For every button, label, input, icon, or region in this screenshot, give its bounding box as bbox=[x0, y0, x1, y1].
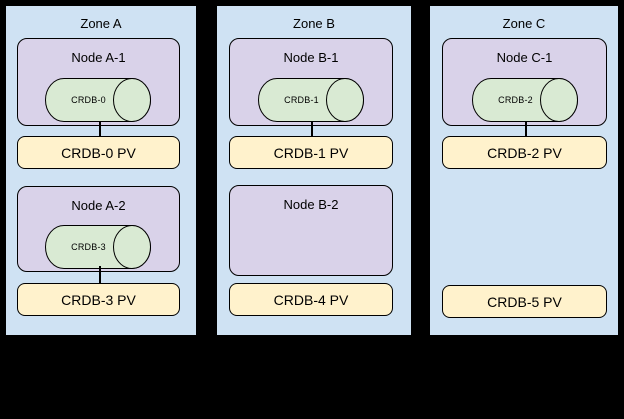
cylinder-label: CRDB-0 bbox=[71, 95, 106, 105]
database-cylinder-icon: CRDB-3 bbox=[45, 225, 151, 269]
database-cylinder-icon: CRDB-1 bbox=[258, 78, 364, 122]
node-b-1: Node B-1 CRDB-1 bbox=[229, 38, 393, 126]
connector-line bbox=[99, 266, 101, 283]
zone-title: Zone B bbox=[293, 16, 335, 31]
zone-title: Zone C bbox=[502, 16, 546, 31]
node-title: Node A-1 bbox=[71, 50, 126, 65]
zone-a: Zone A Node A-1 CRDB-0 CRDB-0 PV Node A-… bbox=[4, 4, 198, 337]
node-title: Node C-1 bbox=[496, 50, 553, 65]
pv-box: CRDB-2 PV bbox=[442, 136, 607, 169]
zone-title: Zone A bbox=[80, 16, 122, 31]
node-b-2: Node B-2 bbox=[229, 185, 393, 276]
connector-line bbox=[99, 122, 101, 136]
node-a-1: Node A-1 CRDB-0 bbox=[17, 38, 180, 126]
node-a-2: Node A-2 CRDB-3 bbox=[17, 186, 180, 272]
database-cylinder-icon: CRDB-0 bbox=[45, 78, 151, 122]
pv-box: CRDB-1 PV bbox=[229, 136, 393, 169]
node-title: Node B-1 bbox=[283, 50, 339, 65]
pv-box: CRDB-5 PV bbox=[442, 285, 607, 318]
cylinder-label: CRDB-1 bbox=[284, 95, 319, 105]
node-title: Node A-2 bbox=[71, 198, 126, 213]
connector-line bbox=[525, 122, 527, 136]
connector-line bbox=[311, 122, 313, 136]
database-cylinder-icon: CRDB-2 bbox=[472, 78, 578, 122]
pv-box: CRDB-3 PV bbox=[17, 283, 180, 316]
pv-box: CRDB-0 PV bbox=[17, 136, 180, 169]
zone-c: Zone C Node C-1 CRDB-2 CRDB-2 PV CRDB-5 … bbox=[428, 4, 620, 337]
zone-b: Zone B Node B-1 CRDB-1 CRDB-1 PV Node B-… bbox=[215, 4, 413, 337]
cylinder-label: CRDB-3 bbox=[71, 242, 106, 252]
pv-box: CRDB-4 PV bbox=[229, 283, 393, 316]
node-title: Node B-2 bbox=[283, 197, 339, 212]
cylinder-label: CRDB-2 bbox=[498, 95, 533, 105]
node-c-1: Node C-1 CRDB-2 bbox=[442, 38, 607, 126]
